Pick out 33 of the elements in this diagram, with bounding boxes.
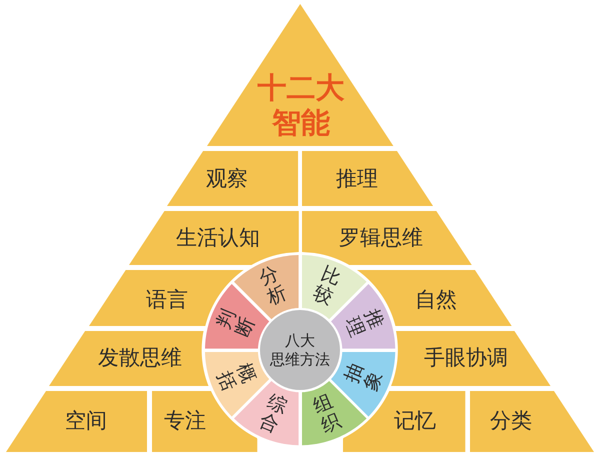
segment-label: 语言 [146, 287, 188, 313]
sector-label: 抽象 [341, 359, 388, 394]
pyramid-tier-segment [128, 211, 298, 265]
segment-label: 推理 [336, 166, 378, 192]
center-label: 八大思维方法 [269, 331, 331, 369]
pyramid-tier-segment [302, 211, 472, 265]
apex-triangle [206, 4, 394, 146]
pyramid-tier-segment [167, 151, 298, 206]
sector-label: 综合 [256, 391, 291, 438]
pyramid-tier-segment [391, 331, 551, 386]
segment-label: 自然 [414, 287, 457, 313]
segment-label: 记忆 [394, 408, 436, 434]
segment-label: 分类 [490, 408, 532, 434]
sector-label: 组织 [309, 391, 344, 438]
pyramid-tier-segment [342, 391, 465, 452]
sector-label: 判断 [212, 306, 259, 341]
sector-label: 概括 [212, 359, 259, 394]
segment-label: 观察 [206, 166, 248, 192]
sector-label: 推理 [341, 306, 388, 341]
segment-label: 发散思维 [98, 345, 182, 371]
segment-label: 手眼协调 [424, 345, 508, 371]
apex-title: 十二大智能 [256, 70, 346, 142]
pyramid-tier-segment [302, 151, 433, 206]
segment-label: 罗辑思维 [339, 225, 423, 251]
segment-label: 专注 [164, 408, 206, 434]
pyramid-tier-segment [470, 391, 594, 452]
sector-label: 分析 [256, 262, 291, 309]
segment-label: 空间 [65, 408, 107, 434]
pyramid-tier-segment [152, 391, 258, 452]
pyramid-tier-segment [6, 391, 147, 452]
sector-label: 比较 [309, 262, 344, 309]
segment-label: 生活认知 [176, 225, 260, 251]
pyramid-tier-segment [49, 331, 209, 386]
